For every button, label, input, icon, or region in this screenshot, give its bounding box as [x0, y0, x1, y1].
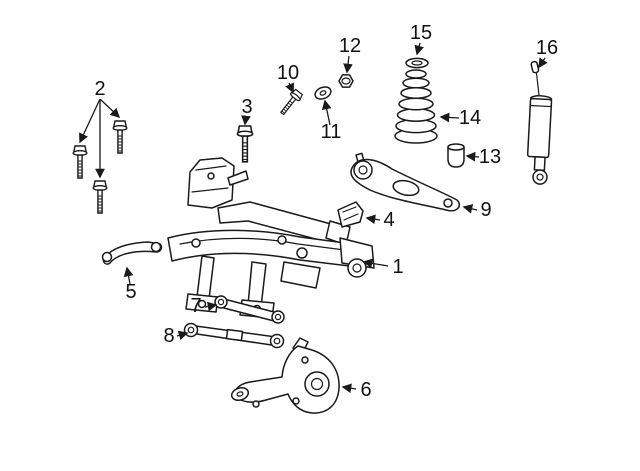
callout-14: 14 — [459, 107, 481, 129]
callout-12: 12 — [339, 35, 361, 57]
knuckle — [230, 337, 340, 414]
callout-4: 4 — [383, 209, 394, 231]
callout-13: 13 — [479, 146, 501, 168]
callout-2: 2 — [94, 78, 105, 100]
leader-8 — [176, 330, 189, 341]
lower-lateral-link — [183, 322, 285, 349]
leader-2c — [99, 98, 121, 119]
leader-15 — [414, 42, 424, 56]
coil-spring — [394, 69, 438, 144]
callout-16: 16 — [536, 37, 558, 59]
leader-12 — [343, 55, 353, 74]
callout-6: 6 — [360, 379, 371, 401]
bolt-icon — [92, 180, 108, 214]
leader-14 — [439, 112, 460, 123]
bolt-icon — [112, 120, 128, 154]
leader-lines — [79, 42, 548, 394]
upper-lateral-link — [214, 295, 285, 324]
callout-7: 7 — [190, 295, 201, 317]
bump-stop — [447, 143, 465, 168]
callout-10: 10 — [277, 62, 299, 84]
callout-8: 8 — [163, 325, 174, 347]
callout-11: 11 — [321, 121, 342, 143]
leader-4 — [365, 214, 381, 225]
leader-7 — [204, 301, 218, 312]
leader-6 — [341, 383, 357, 394]
leader-1 — [362, 258, 389, 269]
leader-11 — [321, 99, 332, 126]
callout-labels: 1 2 3 4 5 6 7 8 9 10 11 12 13 14 15 16 — [94, 22, 558, 401]
leader-16 — [538, 57, 548, 69]
leader-9 — [462, 204, 478, 214]
subframe-crossmember — [167, 157, 375, 319]
leader-10 — [285, 82, 295, 94]
small-bracket — [337, 201, 364, 228]
bolt-icon — [277, 87, 305, 118]
nut — [338, 74, 354, 88]
bolt-icon — [72, 145, 88, 179]
front-lateral-arm — [101, 241, 163, 265]
washer — [314, 86, 332, 100]
bolt-icon — [236, 125, 254, 163]
leader-13 — [465, 151, 480, 162]
spring-seat — [405, 57, 429, 69]
callout-9: 9 — [480, 199, 491, 221]
leader-5 — [123, 266, 134, 285]
callout-3: 3 — [241, 96, 252, 118]
rear-lower-control-arm — [350, 152, 461, 212]
callout-15: 15 — [410, 22, 432, 44]
callout-5: 5 — [125, 281, 136, 303]
leader-2a — [79, 98, 101, 144]
callout-1: 1 — [392, 256, 403, 278]
shock-absorber — [526, 60, 553, 185]
leader-3 — [241, 115, 251, 126]
